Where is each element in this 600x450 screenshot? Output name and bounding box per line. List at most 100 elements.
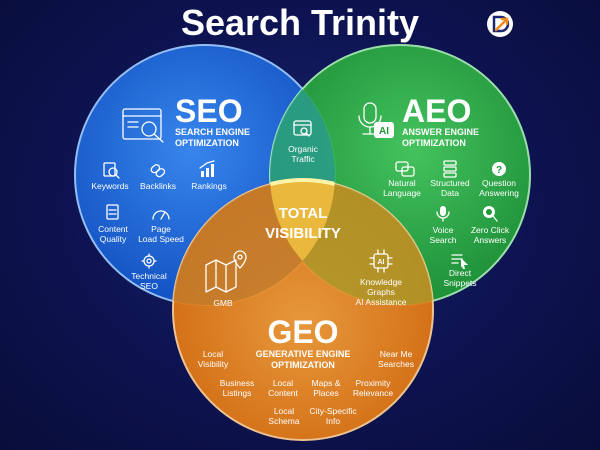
center-label-line2: VISIBILITY: [265, 225, 341, 242]
seo-header-icon: [122, 108, 164, 143]
overlap-label-line1: Organic: [288, 144, 319, 154]
geo-item-maps-places: Maps & Places: [312, 378, 341, 398]
geo-item-local-content: Local Content: [268, 378, 298, 398]
aeo-item-label-line2: Data: [441, 188, 459, 198]
geo-item-near-me-searches: Near Me Searches: [378, 349, 414, 369]
geo-item-label-line1: Local: [203, 349, 223, 359]
bar-chart-icon: [199, 160, 215, 177]
aeo-title: AEO: [402, 93, 471, 129]
geo-item-label-line2: Places: [313, 388, 339, 398]
geo-item-business-listings: Business Listings: [220, 378, 255, 398]
refresh-arrow-logo-icon: [487, 11, 513, 37]
geo-item-label-line1: Business: [220, 378, 255, 388]
overlap-label-line2: Graphs: [367, 287, 395, 297]
chat-icon: [395, 161, 415, 177]
overlap-label: GMB: [213, 298, 233, 308]
document-icon: [106, 204, 119, 220]
svg-text:AI: AI: [378, 259, 385, 266]
seo-item-label-line1: Technical: [131, 271, 167, 281]
search-doc-icon: [103, 162, 120, 179]
aeo-item-natural-language: Natural Language: [383, 161, 421, 198]
seo-item-label-line2: Quality: [100, 234, 127, 244]
seo-item-label: Backlinks: [140, 181, 176, 191]
seo-geo-overlap: [173, 180, 335, 305]
seo-item-keywords: Keywords: [91, 162, 129, 191]
link-icon: [150, 164, 166, 178]
database-icon: [443, 160, 457, 178]
overlap-gmb: GMB: [205, 250, 247, 308]
svg-text:AI: AI: [379, 126, 389, 137]
aeo-subtitle-line2: OPTIMIZATION: [402, 138, 466, 148]
aeo-item-voice-search: Voice Search: [430, 206, 457, 245]
seo-item-label-line1: Content: [98, 224, 128, 234]
geo-item-label-line2: Info: [326, 416, 340, 426]
geo-item-label-line2: Schema: [268, 416, 299, 426]
aeo-item-zero-click-answers: Zero Click Answers: [471, 206, 510, 245]
geo-item-label-line1: Local: [273, 378, 293, 388]
geo-item-local-schema: Local Schema: [268, 406, 299, 426]
aeo-item-label-line2: Answering: [479, 188, 519, 198]
seo-item-label-line1: Page: [151, 224, 171, 234]
overlap-organic-traffic: Organic Traffic: [288, 120, 319, 164]
aeo-item-label-line1: Structured: [430, 178, 469, 188]
seo-subtitle-line1: SEARCH ENGINE: [175, 127, 250, 137]
seo-item-backlinks: Backlinks: [140, 164, 176, 191]
aeo-geo-overlap: [270, 180, 433, 305]
overlap-label-line1: Knowledge: [360, 277, 402, 287]
seo-title: SEO: [175, 93, 243, 129]
geo-item-label-line2: Searches: [378, 359, 414, 369]
geo-subtitle-line2: OPTIMIZATION: [271, 360, 335, 370]
geo-item-label-line1: Maps &: [312, 378, 341, 388]
aeo-item-label-line1: Voice: [433, 225, 454, 235]
aeo-item-question-answering: ? Question Answering: [479, 162, 519, 198]
seo-item-label: Keywords: [91, 181, 128, 191]
aeo-item-label-line2: Search: [430, 235, 457, 245]
snippet-cursor-icon: [451, 254, 468, 269]
geo-item-city-specific-info: City-Specific Info: [309, 406, 357, 426]
geo-item-local-visibility: Local Visibility: [198, 349, 229, 369]
center-region: [270, 178, 335, 305]
microphone-ai-icon: AI: [358, 102, 394, 138]
map-pin-icon: [205, 250, 247, 293]
search-click-icon: [483, 206, 498, 222]
speedometer-icon: [152, 210, 170, 220]
geo-item-label-line1: Near Me: [380, 349, 413, 359]
overlap-knowledge-graphs: AI Knowledge Graphs AI Assistance: [355, 249, 407, 307]
seo-item-label: Rankings: [191, 181, 226, 191]
aeo-item-label-line2: Answers: [474, 235, 507, 245]
geo-item-label-line1: City-Specific: [309, 406, 357, 416]
overlap-label-line2: Traffic: [291, 154, 315, 164]
seo-item-technical-seo: Technical SEO: [131, 253, 167, 291]
seo-item-label-line2: Load Speed: [138, 234, 184, 244]
geo-item-label-line2: Relevance: [353, 388, 393, 398]
seo-item-content-quality: Content Quality: [98, 204, 129, 244]
geo-item-proximity-relevance: Proximity Relevance: [353, 378, 393, 398]
search-window-icon: [293, 120, 312, 137]
svg-text:?: ?: [496, 165, 502, 176]
aeo-item-label-line1: Question: [482, 178, 516, 188]
geo-item-label-line1: Proximity: [356, 378, 392, 388]
overlap-label-line3: AI Assistance: [355, 297, 406, 307]
microphone-icon: [436, 206, 450, 222]
seo-item-label-line2: SEO: [140, 281, 158, 291]
geo-item-label-line2: Content: [268, 388, 298, 398]
aeo-subtitle-line1: ANSWER ENGINE: [402, 127, 479, 137]
aeo-item-label-line2: Language: [383, 188, 421, 198]
question-icon: ?: [492, 162, 506, 176]
seo-item-page-load-speed: Page Load Speed: [138, 210, 184, 244]
geo-item-label-line1: Local: [274, 406, 294, 416]
aeo-item-direct-snippets: Direct Snippets: [443, 254, 477, 288]
ai-chip-icon: AI: [369, 249, 393, 273]
aeo-item-label-line1: Natural: [388, 178, 416, 188]
diagram-title: Search Trinity: [181, 2, 419, 43]
aeo-item-label-line1: Direct: [449, 268, 472, 278]
geo-title: GEO: [267, 314, 338, 350]
geo-subtitle-line1: GENERATIVE ENGINE: [256, 349, 351, 359]
aeo-item-structured-data: Structured Data: [430, 160, 470, 198]
geo-item-label-line2: Listings: [223, 388, 252, 398]
aeo-item-label-line2: Snippets: [443, 278, 476, 288]
seo-subtitle-line2: OPTIMIZATION: [175, 138, 239, 148]
geo-item-label-line2: Visibility: [198, 359, 229, 369]
